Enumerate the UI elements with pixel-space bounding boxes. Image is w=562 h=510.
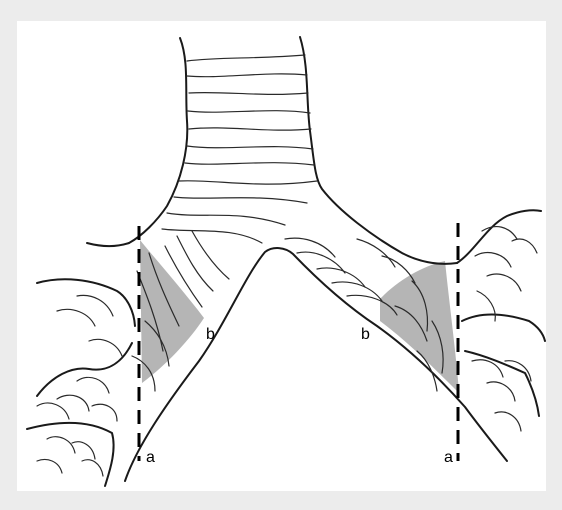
trachea-left-wall <box>129 38 187 243</box>
left-branch-bottom <box>27 423 114 486</box>
label-a-right: a <box>444 449 453 466</box>
left-bronchus-ridges <box>37 231 229 476</box>
label-b-left: b <box>206 326 215 343</box>
label-a-left: a <box>146 449 155 466</box>
left-branch-lower <box>37 343 132 396</box>
trachea-right-wall <box>300 37 457 264</box>
illustration-panel: a a b b <box>17 21 546 491</box>
right-shaded-section <box>380 261 459 393</box>
left-branch-upper <box>37 279 135 326</box>
right-branch-middle <box>462 315 545 341</box>
label-b-right: b <box>361 326 370 343</box>
left-bronchus-outer-wall <box>87 243 129 246</box>
bronchial-bifurcation-diagram: a a b b <box>17 21 546 491</box>
